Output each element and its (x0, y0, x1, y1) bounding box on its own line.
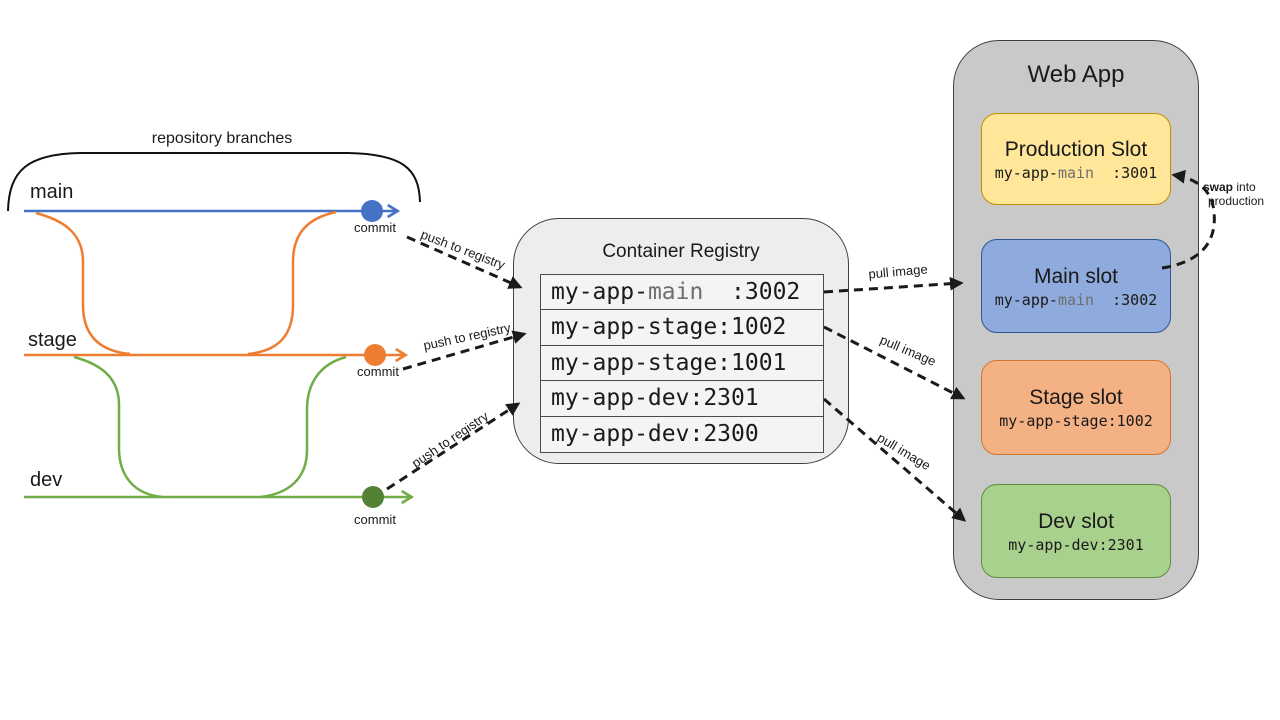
image-name: my-app-dev:2301 (1008, 535, 1144, 554)
stage-slot: Stage slot my-app-stage:1002 (981, 360, 1171, 455)
image-name: my-app-stage:1002 (999, 412, 1153, 430)
container-registry-title: Container Registry (602, 241, 760, 262)
image-name: my-app-dev:2301 (551, 385, 759, 412)
registry-row-dev-2300: my-app-dev:2300 (540, 415, 824, 453)
pull-label-main: pull image (867, 261, 929, 282)
push-label-dev: push to registry (408, 408, 492, 471)
push-label-main: push to registry (418, 226, 508, 273)
image-tag: :3001 (1094, 163, 1158, 182)
branch-label-stage: stage (28, 329, 77, 351)
swap-label-line1: swap into (1203, 180, 1280, 194)
main-slot-image: my-app-main :3002 (995, 291, 1158, 309)
branch-label-main: main (30, 181, 74, 203)
dev-slot-image: my-app-dev:2301 (1008, 536, 1143, 554)
into-word: into (1233, 180, 1256, 194)
pull-label-dev: pull image (874, 429, 934, 474)
registry-row-main-3002: my-app-main :3002 (540, 274, 824, 311)
production-slot-title: Production Slot (1004, 137, 1148, 161)
image-name: my-app-stage:1001 (551, 349, 787, 376)
image-tag: :3002 (1094, 290, 1158, 309)
stage-slot-image: my-app-stage:1002 (999, 412, 1153, 430)
commit-label-dev: commit (354, 512, 396, 527)
production-slot-image: my-app-main :3001 (995, 164, 1158, 182)
commit-label-main: commit (354, 220, 396, 235)
repository-branches-label: repository branches (151, 130, 293, 147)
image-name-highlight: main (647, 279, 704, 305)
container-registry-box: Container Registry my-app-main :3002 my-… (513, 218, 849, 464)
dev-slot: Dev slot my-app-dev:2301 (981, 484, 1171, 578)
web-app-box: Web App Production Slot my-app-main :300… (953, 40, 1199, 600)
image-name-pre: my-app- (994, 290, 1058, 309)
web-app-title: Web App (1027, 61, 1125, 88)
image-name-pre: my-app- (551, 279, 648, 305)
stage-slot-title: Stage slot (1029, 386, 1123, 409)
push-label-stage: push to registry (421, 319, 513, 354)
main-slot: Main slot my-app-main :3002 (981, 239, 1171, 333)
dev-slot-title: Dev slot (1038, 509, 1114, 533)
image-name-highlight: main (1057, 163, 1095, 182)
swap-label-line2: production (1208, 194, 1265, 208)
commit-label-stage: commit (357, 364, 399, 379)
image-name: my-app-dev:2300 (551, 420, 759, 447)
image-name: my-app-stage:1002 (551, 314, 787, 341)
branch-label-dev: dev (30, 469, 63, 491)
image-tag: :3002 (703, 279, 801, 305)
swap-word: swap (1203, 180, 1234, 194)
image-name-highlight: main (1057, 290, 1095, 309)
image-name-pre: my-app- (994, 163, 1058, 182)
swap-into-production-label: swap into production (1203, 180, 1280, 208)
main-slot-title: Main slot (1033, 264, 1119, 288)
pull-label-stage: pull image (877, 332, 939, 369)
production-slot: Production Slot my-app-main :3001 (981, 113, 1171, 205)
